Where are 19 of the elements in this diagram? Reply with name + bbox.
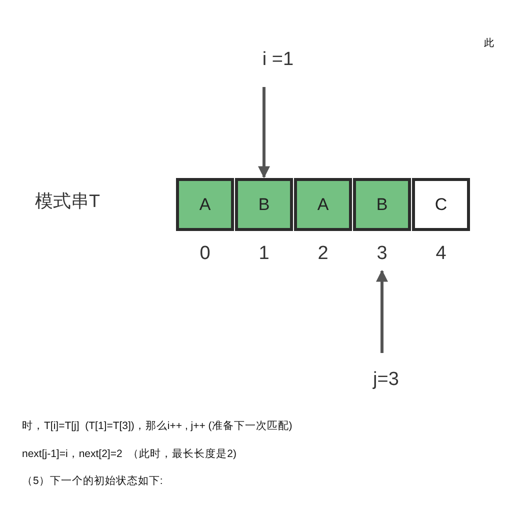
body-text: 时，T[i]=T[j] (T[1]=T[3])，那么i++ , j++ (准备下一次匹配)	[22, 419, 292, 433]
index-number: 4	[434, 243, 448, 265]
variable-label: i =1	[255, 47, 301, 73]
index-number: 3	[376, 243, 388, 265]
body-text: （5）下一个的初始状态如下:	[22, 474, 163, 488]
index-number: 2	[316, 243, 330, 265]
cell-letter: A	[316, 194, 330, 216]
variable-label: j=3	[366, 367, 406, 393]
cell-letter: C	[434, 194, 448, 216]
arrow	[376, 270, 388, 353]
cell-letter: A	[198, 194, 212, 216]
body-text: next[j-1]=i，next[2]=2 （此时，最长长度是2)	[22, 447, 236, 461]
arrow	[258, 87, 270, 178]
pattern-name: 模式串T	[35, 190, 100, 213]
index-number: 1	[258, 243, 270, 265]
corner-note: 此	[484, 36, 494, 50]
index-number: 0	[198, 243, 212, 265]
cell-letter: B	[375, 194, 389, 216]
cell-letter: B	[257, 194, 271, 216]
